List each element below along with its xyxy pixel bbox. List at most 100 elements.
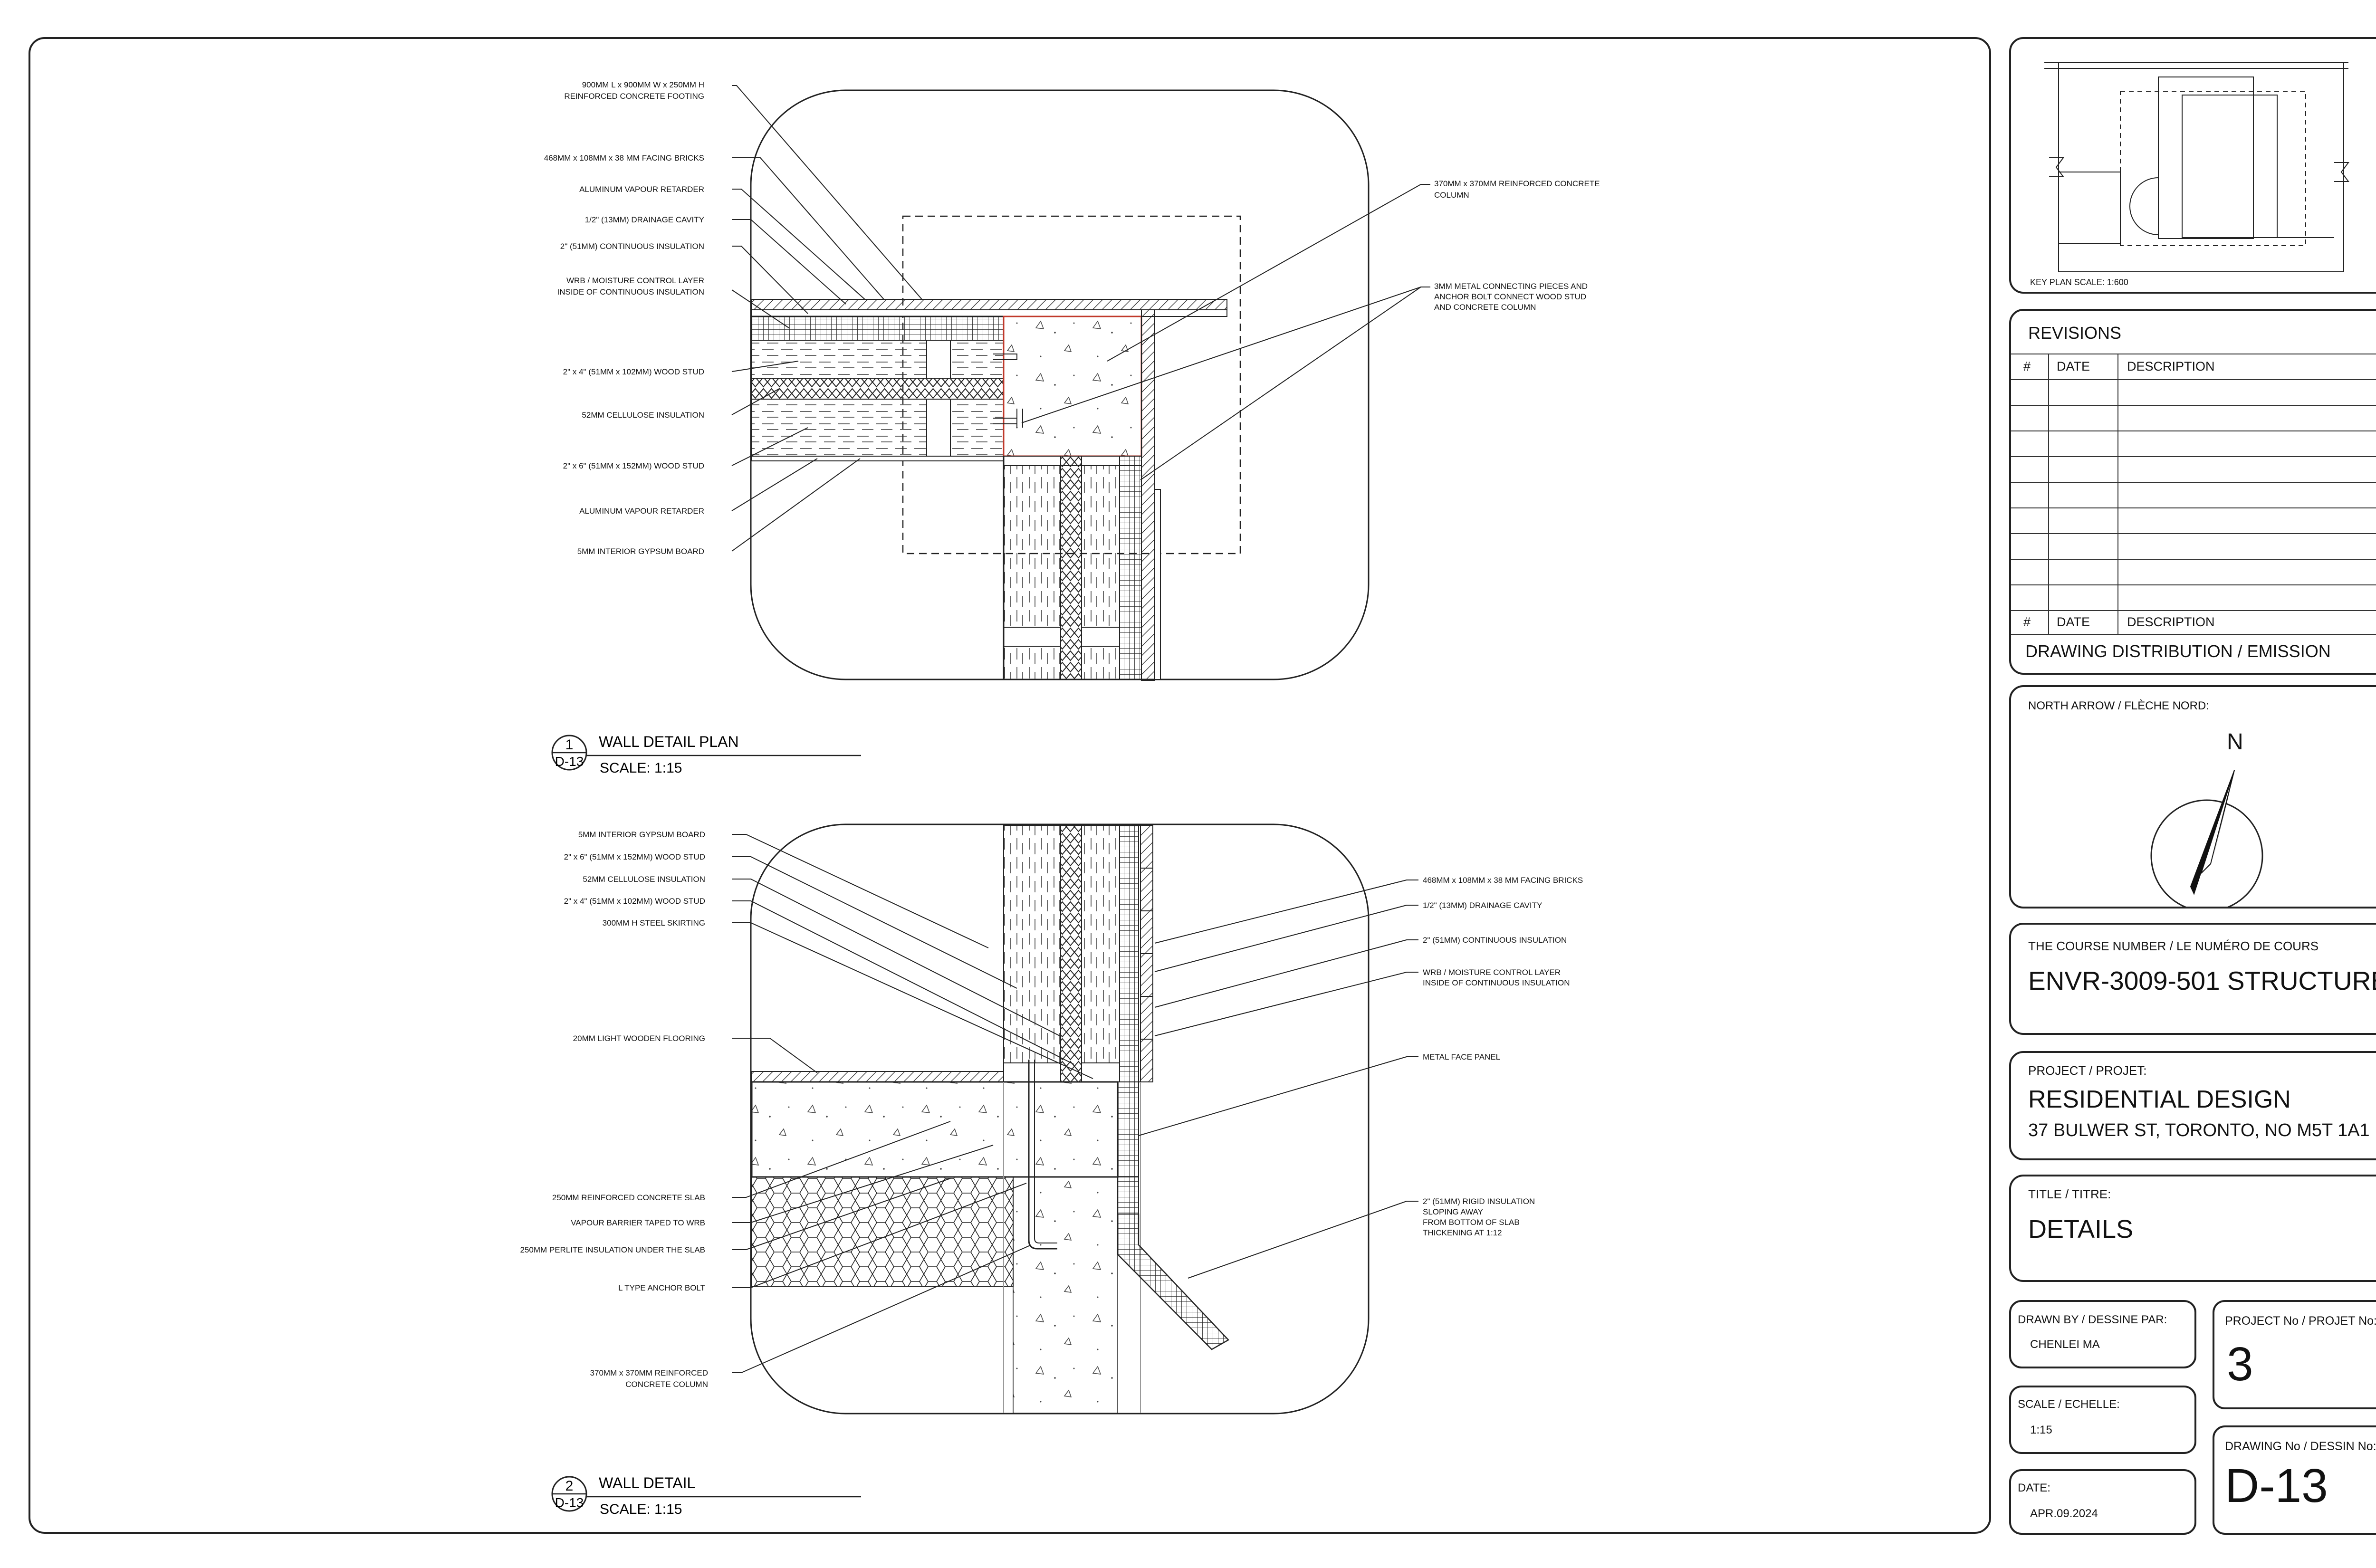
revisions-foot-num: # <box>2023 615 2031 629</box>
project-no-box: PROJECT No / PROJET No: 3 <box>2213 1300 2376 1409</box>
distribution-title: DRAWING DISTRIBUTION / EMISSION <box>2025 641 2331 661</box>
revision-row <box>2011 456 2376 457</box>
project-no-value: 3 <box>2227 1338 2253 1391</box>
plan-tag-number: 1 <box>565 737 574 753</box>
anchor-bolts <box>993 354 1023 428</box>
plan-label-left-10: 2" x 6" (51MM x 152MM) WOOD STUD <box>563 461 704 470</box>
revisions-panel: REVISIONS # DATE DESCRIPTION # DATE DESC… <box>2009 309 2376 675</box>
plan-label-left-2: 468MM x 108MM x 38 MM FACING BRICKS <box>544 153 704 163</box>
key-plan-panel: KEY PLAN SCALE: 1:600 <box>2009 37 2376 294</box>
section-label-left-7: VAPOUR BARRIER TAPED TO WRB <box>571 1218 705 1227</box>
revisions-col-desc: DESCRIPTION <box>2127 359 2215 373</box>
section-label-right-0: 468MM x 108MM x 38 MM FACING BRICKS <box>1423 876 1583 885</box>
section-label-right-1: 1/2" (13MM) DRAINAGE CAVITY <box>1423 901 1542 910</box>
plan-label-right-0: 370MM x 370MM REINFORCED CONCRETE <box>1434 179 1600 188</box>
drawing-no-label: DRAWING No / DESSIN No: <box>2225 1440 2376 1453</box>
section-detail-tag: 2 D-13 WALL DETAIL SCALE: 1:15 <box>551 1474 861 1517</box>
revisions-title: REVISIONS <box>2028 323 2122 343</box>
sheet-title-panel: TITLE / TITRE: DETAILS <box>2009 1175 2376 1282</box>
revision-row <box>2011 559 2376 560</box>
rigid-insulation <box>1117 1213 1230 1350</box>
plan-leaders-right <box>1021 184 1430 480</box>
wall-detail-section: 5MM INTERIOR GYPSUM BOARD 2" x 6" (51MM … <box>520 823 1583 1517</box>
section-label-left-11: CONCRETE COLUMN <box>625 1380 708 1389</box>
revision-row <box>2011 379 2376 380</box>
plan-detail-scale: SCALE: 1:15 <box>600 760 682 776</box>
plan-label-left-3: ALUMINUM VAPOUR RETARDER <box>579 185 704 194</box>
detail-bubble <box>750 823 1370 1415</box>
section-label-right-2: 2" (51MM) CONTINUOUS INSULATION <box>1423 936 1567 945</box>
plan-label-left-0: 900MM L x 900MM W x 250MM H <box>582 80 704 89</box>
date-value: APR.09.2024 <box>2030 1507 2098 1520</box>
plan-label-left-12: 5MM INTERIOR GYPSUM BOARD <box>577 547 704 556</box>
drawing-no-value: D-13 <box>2225 1459 2328 1512</box>
revision-row <box>2011 430 2376 431</box>
sheet-title-label: TITLE / TITRE: <box>2028 1187 2111 1201</box>
section-label-left-4: 300MM H STEEL SKIRTING <box>603 918 705 927</box>
section-detail-scale: SCALE: 1:15 <box>600 1501 682 1517</box>
revision-row <box>2011 584 2376 585</box>
plan-label-left-4: 1/2" (13MM) DRAINAGE CAVITY <box>585 215 704 224</box>
section-label-right-7: SLOPING AWAY <box>1423 1207 1483 1216</box>
section-tag-number: 2 <box>565 1478 574 1494</box>
section-leaders-left <box>732 834 1093 1373</box>
section-label-right-3: WRB / MOISTURE CONTROL LAYER <box>1423 968 1561 977</box>
section-label-left-0: 5MM INTERIOR GYPSUM BOARD <box>578 830 705 839</box>
section-label-right-5: METAL FACE PANEL <box>1423 1052 1500 1061</box>
revisions-foot-date: DATE <box>2057 615 2090 629</box>
course-value: ENVR-3009-501 STRUCTURE 2 <box>2028 966 2376 995</box>
drawing-sheet: 900MM L x 900MM W x 250MM H REINFORCED C… <box>520 80 1600 1517</box>
section-label-left-1: 2" x 6" (51MM x 152MM) WOOD STUD <box>564 852 705 861</box>
plan-label-right-3: ANCHOR BOLT CONNECT WOOD STUD <box>1434 292 1586 301</box>
scale-box: SCALE / ECHELLE: 1:15 <box>2009 1386 2196 1454</box>
revisions-col-num: # <box>2023 359 2031 373</box>
section-label-right-4: INSIDE OF CONTINUOUS INSULATION <box>1423 978 1570 987</box>
drawing-no-box: DRAWING No / DESSIN No: D-13 <box>2213 1425 2376 1535</box>
section-label-right-8: FROM BOTTOM OF SLAB <box>1423 1218 1520 1227</box>
course-label: THE COURSE NUMBER / LE NUMÉRO DE COURS <box>2028 939 2319 953</box>
north-letter: N <box>2227 729 2243 755</box>
drawn-by-label: DRAWN BY / DESSINE PAR: <box>2018 1313 2167 1326</box>
scale-label: SCALE / ECHELLE: <box>2018 1398 2120 1411</box>
plan-detail-tag: 1 D-13 WALL DETAIL PLAN SCALE: 1:15 <box>551 733 861 776</box>
project-no-label: PROJECT No / PROJET No: <box>2225 1314 2376 1328</box>
north-arrow-label: NORTH ARROW / FLÈCHE NORD: <box>2028 699 2209 712</box>
revision-row <box>2011 507 2376 508</box>
concrete-slab <box>751 1081 1119 1178</box>
section-label-left-3: 2" x 4" (51MM x 102MM) WOOD STUD <box>564 897 705 906</box>
plan-detail-title: WALL DETAIL PLAN <box>599 733 739 750</box>
revision-row <box>2011 482 2376 483</box>
section-detail-title: WALL DETAIL <box>599 1474 695 1492</box>
plan-label-left-9: 52MM CELLULOSE INSULATION <box>582 411 704 420</box>
revisions-foot-desc: DESCRIPTION <box>2127 615 2215 629</box>
revisions-col-date: DATE <box>2057 359 2090 373</box>
section-label-left-8: 250MM PERLITE INSULATION UNDER THE SLAB <box>520 1245 705 1254</box>
wall-detail-plan: 900MM L x 900MM W x 250MM H REINFORCED C… <box>544 80 1600 776</box>
section-label-left-6: 250MM REINFORCED CONCRETE SLAB <box>552 1193 705 1202</box>
plan-label-right-4: AND CONCRETE COLUMN <box>1434 303 1536 312</box>
drawing-frame <box>29 37 1991 1534</box>
revisions-table: # DATE DESCRIPTION # DATE DESCRIPTION <box>2011 354 2376 635</box>
plan-label-left-5: 2" (51MM) CONTINUOUS INSULATION <box>560 242 704 251</box>
plan-label-left-11: ALUMINUM VAPOUR RETARDER <box>579 507 704 516</box>
north-arrow-icon <box>2150 770 2263 907</box>
plan-label-right-2: 3MM METAL CONNECTING PIECES AND <box>1434 282 1588 291</box>
date-label: DATE: <box>2018 1482 2050 1494</box>
section-label-right-9: THICKENING AT 1:12 <box>1423 1228 1502 1237</box>
plan-tag-sheet: D-13 <box>555 754 584 769</box>
revision-row <box>2011 533 2376 534</box>
revision-row <box>2011 405 2376 406</box>
plan-label-left-7: INSIDE OF CONTINUOUS INSULATION <box>557 287 705 296</box>
key-plan-scale: KEY PLAN SCALE: 1:600 <box>2030 277 2128 287</box>
project-panel: PROJECT / PROJET: RESIDENTIAL DESIGN 37 … <box>2009 1051 2376 1160</box>
plan-leaders-left <box>731 85 922 552</box>
section-label-left-9: L TYPE ANCHOR BOLT <box>618 1283 705 1292</box>
sheet-title-value: DETAILS <box>2028 1215 2134 1243</box>
section-label-left-2: 52MM CELLULOSE INSULATION <box>583 875 705 884</box>
scale-value: 1:15 <box>2030 1424 2052 1436</box>
drawn-by-value: CHENLEI MA <box>2030 1338 2100 1351</box>
section-leaders-right <box>1138 880 1418 1279</box>
course-panel: THE COURSE NUMBER / LE NUMÉRO DE COURS E… <box>2009 923 2376 1035</box>
revision-row <box>2011 610 2376 611</box>
section-label-left-10: 370MM x 370MM REINFORCED <box>590 1368 708 1377</box>
